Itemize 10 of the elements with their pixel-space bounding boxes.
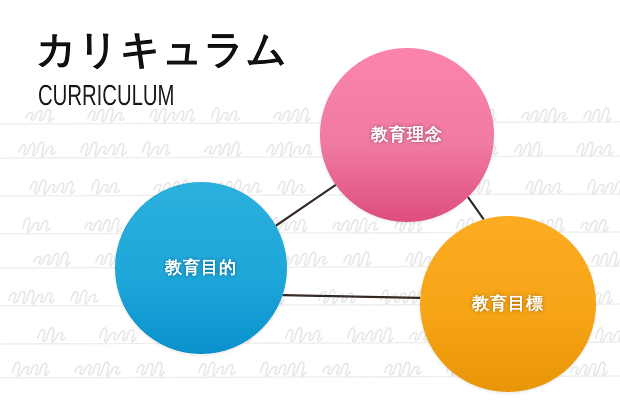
subtitle: CURRICULUM [38, 82, 174, 111]
node-label: 教育目標 [472, 294, 544, 314]
node-label: 教育理念 [371, 124, 443, 146]
node-label: 教育目的 [165, 258, 237, 278]
connector-line [275, 184, 336, 227]
connector-line [467, 196, 485, 220]
connector-line [282, 294, 420, 299]
title: カリキュラム [36, 30, 288, 70]
circle-node [420, 216, 596, 392]
circle-node [115, 182, 287, 354]
